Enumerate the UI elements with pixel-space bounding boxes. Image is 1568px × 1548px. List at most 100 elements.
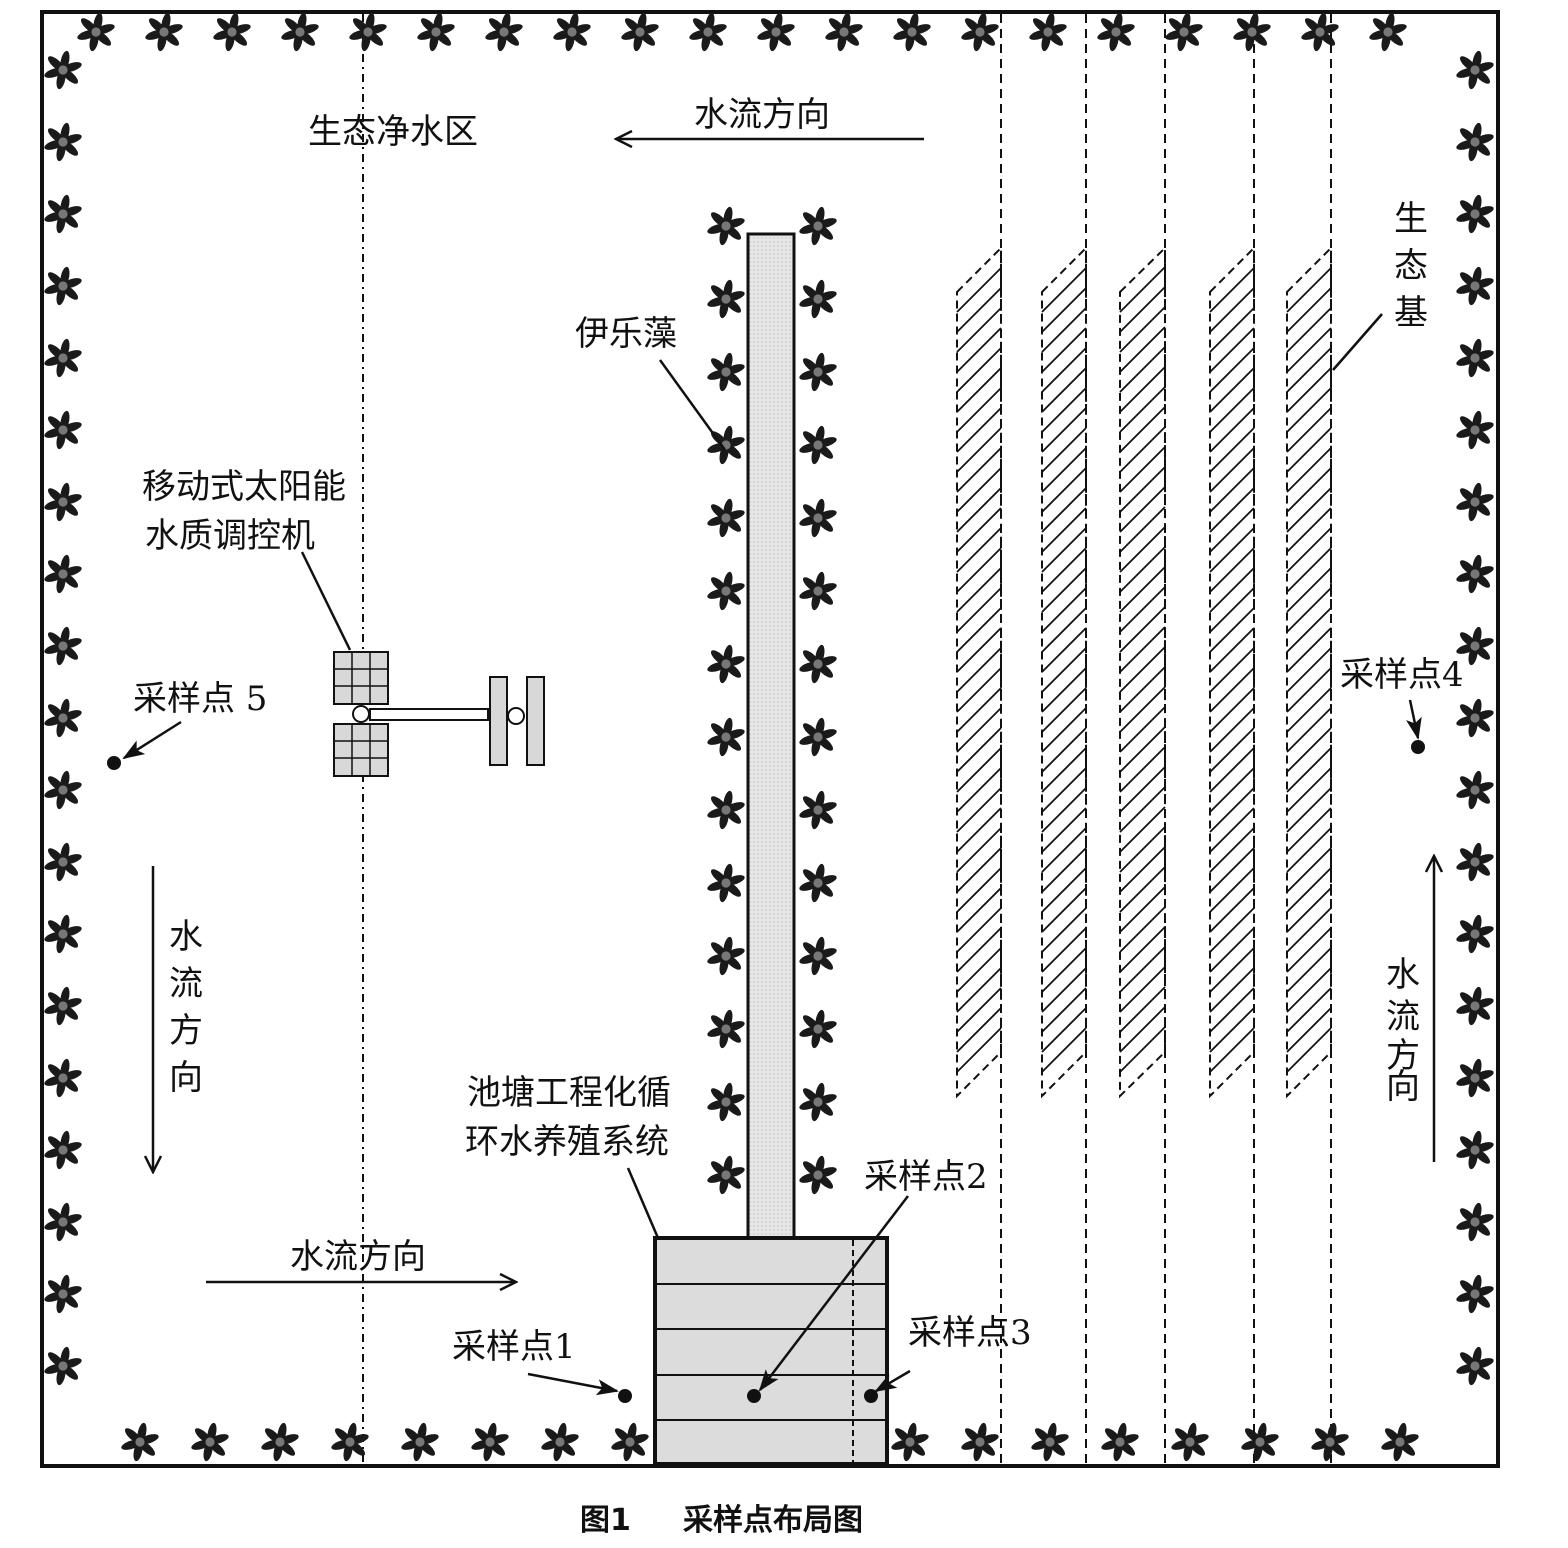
elodea-plant bbox=[621, 12, 659, 52]
pond-system-label-line2: 环水养殖系统 bbox=[465, 1122, 669, 1162]
elodea-plant bbox=[707, 936, 745, 976]
elodea-plant bbox=[1456, 194, 1494, 234]
elodea-plant bbox=[799, 1009, 837, 1049]
elodea-plant bbox=[799, 1082, 837, 1122]
flow-right-char-1: 水 bbox=[1386, 955, 1420, 995]
elodea-plant bbox=[707, 352, 745, 392]
elodea-plant bbox=[707, 571, 745, 611]
elodea-plant bbox=[281, 12, 319, 52]
elodea-plant bbox=[44, 554, 82, 594]
flow-left-char-2: 流 bbox=[169, 964, 203, 1004]
sample-point-2 bbox=[747, 1389, 761, 1403]
elodea-plant bbox=[44, 770, 82, 810]
elodea-plant bbox=[44, 122, 82, 162]
elodea-plant bbox=[799, 936, 837, 976]
elodea-plant bbox=[1029, 12, 1067, 52]
sample-4-label: 采样点4 bbox=[1340, 655, 1464, 695]
elodea-plant bbox=[541, 1422, 579, 1462]
pond-system-tank bbox=[653, 1236, 889, 1466]
elodea-plant bbox=[44, 266, 82, 306]
elodea-plant bbox=[44, 194, 82, 234]
flow-left-char-4: 向 bbox=[169, 1058, 203, 1098]
elodea-plant bbox=[44, 698, 82, 738]
elodea-plant bbox=[44, 914, 82, 954]
solar-panel-top bbox=[333, 651, 389, 705]
eco-base-char-3: 基 bbox=[1394, 293, 1428, 333]
elodea-plant bbox=[799, 863, 837, 903]
elodea-plant bbox=[1456, 1058, 1494, 1098]
central-channel bbox=[746, 232, 796, 1242]
elodea-plant bbox=[893, 12, 931, 52]
elodea-plant bbox=[1456, 122, 1494, 162]
elodea-plant bbox=[191, 1422, 229, 1462]
elodea-plant bbox=[1101, 1422, 1139, 1462]
elodea-plant bbox=[331, 1422, 369, 1462]
elodea-plant bbox=[799, 1155, 837, 1195]
elodea-plant bbox=[1456, 1274, 1494, 1314]
sample-1-label: 采样点1 bbox=[452, 1327, 576, 1367]
elodea-plant bbox=[799, 425, 837, 465]
elodea-plant bbox=[44, 1346, 82, 1386]
plant-border bbox=[44, 12, 1494, 1462]
elodea-plant bbox=[1456, 770, 1494, 810]
sample-3-arrow bbox=[874, 1369, 911, 1393]
sample-point-1 bbox=[618, 1389, 632, 1403]
elodea-plant bbox=[349, 12, 387, 52]
elodea-plant bbox=[707, 1155, 745, 1195]
elodea-plant bbox=[707, 717, 745, 757]
elodea-plant bbox=[44, 50, 82, 90]
elodea-plant bbox=[417, 12, 455, 52]
elodea-plant bbox=[799, 571, 837, 611]
elodea-plant bbox=[825, 12, 863, 52]
figure-title: 采样点布局图 bbox=[683, 1503, 863, 1538]
elodea-plant bbox=[1456, 50, 1494, 90]
flow-bottom-label: 水流方向 bbox=[290, 1237, 426, 1277]
elodea-plant bbox=[1456, 914, 1494, 954]
sample-point-4 bbox=[1411, 740, 1425, 754]
sample-5-arrow bbox=[122, 720, 182, 760]
elodea-plant bbox=[1233, 12, 1271, 52]
elodea-plant bbox=[799, 644, 837, 684]
flow-right-char-3: 方 bbox=[1386, 1036, 1420, 1076]
elodea-plant bbox=[485, 12, 523, 52]
elodea-plant bbox=[44, 482, 82, 522]
elodea-plant bbox=[1381, 1422, 1419, 1462]
elodea-plant bbox=[553, 12, 591, 52]
elodea-plant bbox=[44, 1202, 82, 1242]
elodea-plant bbox=[1456, 410, 1494, 450]
elodea-plant bbox=[44, 338, 82, 378]
elodea-plant bbox=[799, 717, 837, 757]
elodea-plant bbox=[44, 842, 82, 882]
elodea-plant bbox=[1456, 1202, 1494, 1242]
elodea-plant bbox=[1456, 1130, 1494, 1170]
elodea-plant bbox=[121, 1422, 159, 1462]
sample-1-arrow bbox=[527, 1372, 619, 1396]
elodea-plant bbox=[401, 1422, 439, 1462]
elodea-plant bbox=[707, 206, 745, 246]
elodea-plant bbox=[757, 12, 795, 52]
elodea-plant bbox=[1456, 698, 1494, 738]
sample-point-5 bbox=[107, 756, 121, 770]
elodea-label: 伊乐藻 bbox=[575, 314, 677, 354]
elodea-plant bbox=[1097, 12, 1135, 52]
elodea-plant bbox=[707, 279, 745, 319]
elodea-plant bbox=[1369, 12, 1407, 52]
elodea-plant bbox=[1165, 12, 1203, 52]
elodea-plant bbox=[1456, 266, 1494, 306]
elodea-plant bbox=[261, 1422, 299, 1462]
elodea-plant bbox=[1456, 842, 1494, 882]
elodea-plant bbox=[1456, 338, 1494, 378]
elodea-plant bbox=[611, 1422, 649, 1462]
flow-left-char-3: 方 bbox=[169, 1011, 203, 1051]
elodea-plant bbox=[707, 863, 745, 903]
elodea-plant bbox=[707, 498, 745, 538]
elodea-plant bbox=[961, 12, 999, 52]
sample-2-arrow bbox=[758, 1195, 909, 1392]
elodea-plant bbox=[961, 1422, 999, 1462]
elodea-leader bbox=[658, 359, 727, 451]
elodea-plant bbox=[1456, 1346, 1494, 1386]
solar-panel-bottom bbox=[333, 723, 389, 777]
flow-left-char-1: 水 bbox=[169, 917, 203, 957]
flow-right-char-4: 向 bbox=[1386, 1067, 1420, 1107]
